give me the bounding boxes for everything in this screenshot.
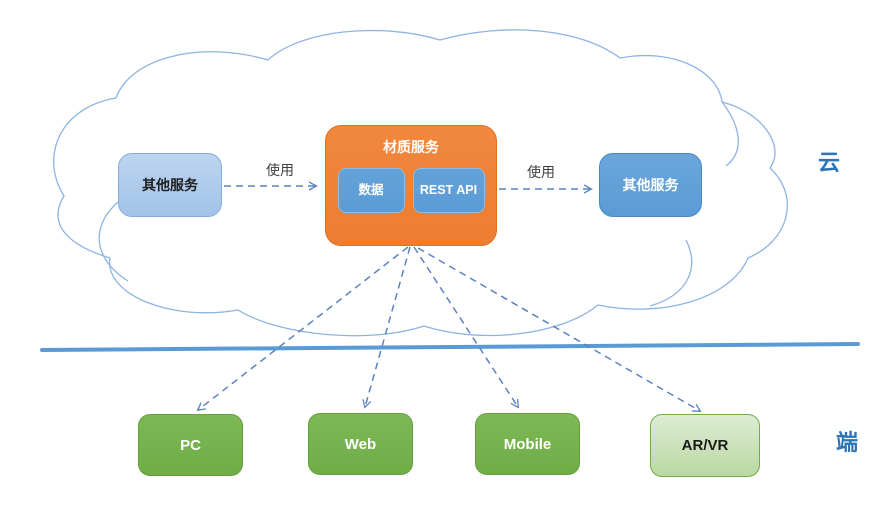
node-other-service-right-label: 其他服务 bbox=[622, 177, 679, 193]
node-rest-api: REST API bbox=[412, 168, 485, 213]
node-client-web: Web bbox=[308, 413, 413, 475]
material-service-children: 数据 REST API bbox=[337, 168, 485, 213]
zone-label-client: 端 bbox=[836, 430, 859, 455]
node-material-service: 材质服务 数据 REST API bbox=[325, 125, 497, 246]
node-client-pc-label: PC bbox=[180, 436, 201, 454]
node-client-pc: PC bbox=[138, 414, 243, 476]
cloud-curl-right bbox=[649, 239, 693, 307]
zone-divider-line bbox=[40, 342, 860, 352]
node-client-web-label: Web bbox=[344, 435, 377, 453]
node-rest-api-label: REST API bbox=[419, 182, 478, 197]
edge-label-use-right: 使用 bbox=[527, 164, 555, 180]
edge-label-use-left: 使用 bbox=[266, 162, 294, 178]
cloud-outline bbox=[53, 29, 788, 337]
node-client-mobile: Mobile bbox=[475, 413, 580, 475]
node-client-mobile-label: Mobile bbox=[503, 435, 552, 453]
node-material-service-label: 材质服务 bbox=[383, 139, 439, 155]
edge-material-to-pc bbox=[198, 246, 409, 410]
node-client-arvr-label: AR/VR bbox=[681, 437, 729, 454]
edge-material-to-mobile bbox=[413, 246, 518, 407]
edge-material-to-web bbox=[365, 246, 411, 407]
edge-material-to-arvr bbox=[417, 247, 700, 411]
node-data-label: 数据 bbox=[358, 182, 384, 197]
zone-label-cloud: 云 bbox=[818, 150, 841, 175]
node-other-service-right: 其他服务 bbox=[599, 153, 702, 217]
node-client-arvr: AR/VR bbox=[650, 414, 760, 477]
cloud-curl-topright bbox=[721, 101, 739, 167]
node-other-service-left: 其他服务 bbox=[118, 153, 222, 217]
node-other-service-left-label: 其他服务 bbox=[142, 177, 198, 193]
node-data: 数据 bbox=[337, 168, 405, 213]
